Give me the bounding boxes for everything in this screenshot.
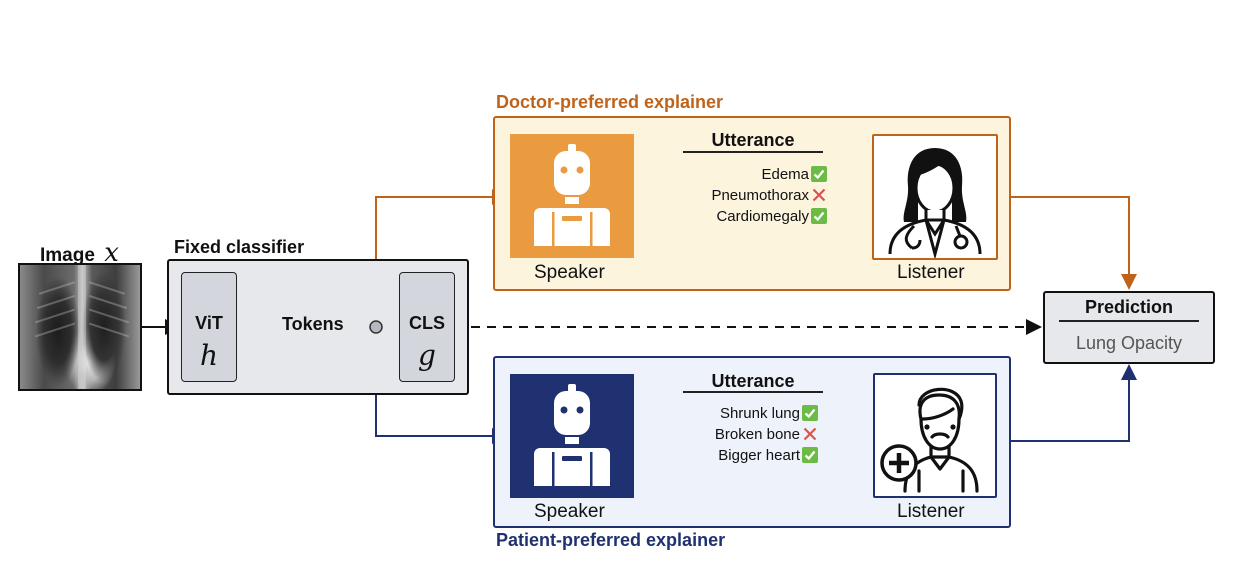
prediction-value: Lung Opacity: [1075, 333, 1183, 353]
doctor-utterance-item: Edema: [687, 166, 827, 183]
utterance-text: Bigger heart: [718, 447, 800, 464]
check-mark-icon: [811, 208, 827, 224]
patient-speaker-tile: [510, 374, 634, 498]
image-title: Image x: [40, 238, 119, 268]
patient-utterance-item: Shrunk lung: [678, 405, 818, 422]
patient-listener-tile: [873, 373, 997, 498]
patient-icon: [880, 387, 979, 493]
doctor-explainer-title: Doctor-preferred explainer: [496, 92, 724, 112]
doctor-utterance-rule: [683, 151, 823, 153]
patient-speaker-caption: Speaker: [534, 501, 605, 522]
patient-utterance-item: Broken bone: [678, 426, 818, 443]
prediction-title: Prediction: [1084, 297, 1173, 317]
vit-symbol: h: [199, 339, 219, 372]
patient-utterance-item: Bigger heart: [678, 447, 818, 464]
utterance-text: Cardiomegaly: [716, 208, 809, 225]
utterance-text: Pneumothorax: [711, 187, 809, 204]
token-junction-dot: [369, 320, 383, 334]
doctor-speaker-caption: Speaker: [534, 262, 605, 283]
doctor-speaker-tile: [510, 134, 634, 258]
chest-xray-image: [18, 263, 142, 391]
check-mark-icon: [811, 166, 827, 182]
doctor-listener-tile: [872, 134, 998, 260]
image-title-text: Image: [40, 245, 95, 266]
vit-label: ViT: [195, 313, 223, 333]
doctor-utterance-item: Cardiomegaly: [687, 208, 827, 225]
robot-icon: [534, 384, 610, 486]
patient-utterance-rule: [683, 391, 823, 393]
robot-icon: [534, 144, 610, 246]
prediction-rule: [1059, 320, 1199, 322]
check-mark-icon: [802, 447, 818, 463]
fixed-classifier-title: Fixed classifier: [174, 237, 305, 257]
utterance-text: Edema: [761, 166, 809, 183]
doctor-utterance-title: Utterance: [711, 130, 795, 150]
prediction-box: [1043, 291, 1215, 364]
doctor-listener-caption: Listener: [897, 262, 965, 283]
utterance-text: Shrunk lung: [719, 405, 800, 422]
patient-listener-caption: Listener: [897, 501, 965, 522]
cross-mark-icon: [811, 187, 827, 203]
doctor-listener-to-prediction-arrow: [998, 196, 1137, 290]
utterance-text: Broken bone: [714, 426, 800, 443]
tokens-label: Tokens: [282, 314, 344, 334]
vit-block: ViT h: [181, 272, 237, 382]
patient-utterance-title: Utterance: [711, 371, 795, 391]
cls-label: CLS: [409, 313, 445, 333]
patient-listener-to-prediction-arrow: [997, 364, 1137, 442]
cross-mark-icon: [802, 426, 818, 442]
cls-block: CLS g: [399, 272, 455, 382]
doctor-icon: [888, 148, 982, 260]
cls-symbol: g: [418, 339, 436, 372]
doctor-utterance-item: Pneumothorax: [687, 187, 827, 204]
check-mark-icon: [802, 405, 818, 421]
image-symbol: x: [104, 238, 119, 268]
patient-explainer-title: Patient-preferred explainer: [496, 530, 726, 550]
